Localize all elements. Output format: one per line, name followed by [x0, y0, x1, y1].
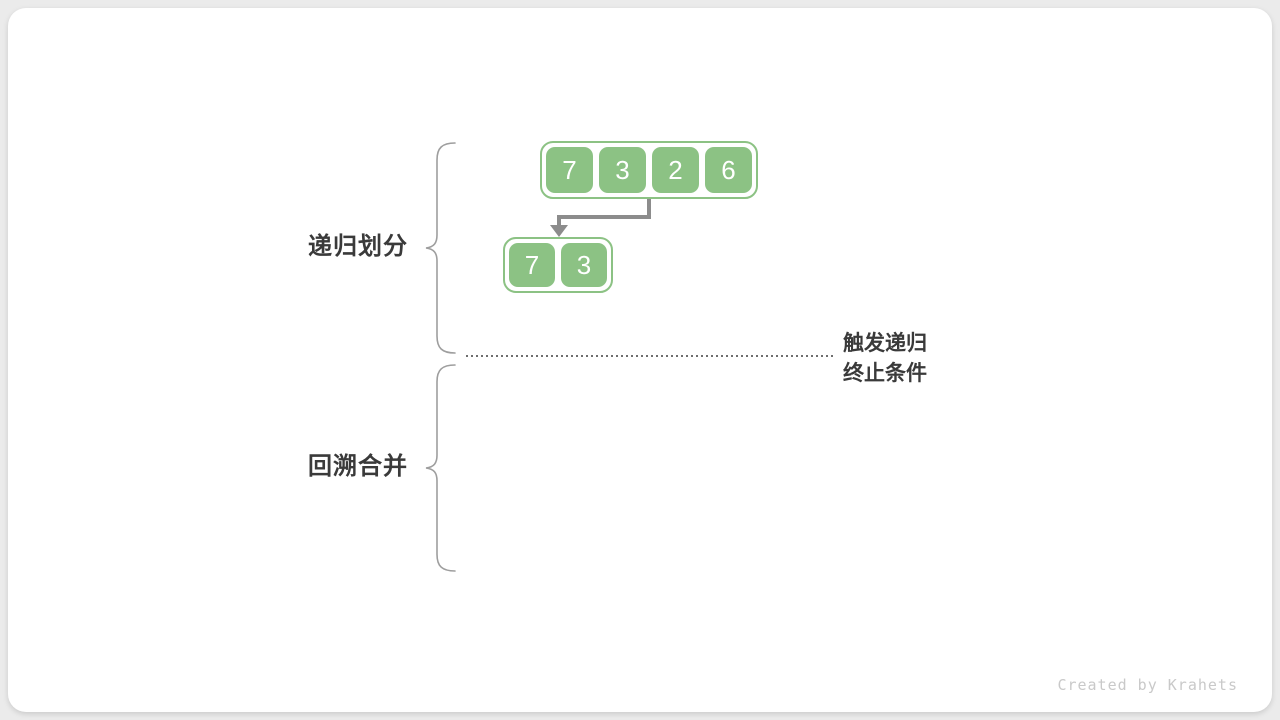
annotation-termination: 触发递归 终止条件	[843, 329, 927, 389]
phase-label-backtrack-merge: 回溯合并	[308, 453, 408, 480]
phase-label-recursive-divide: 递归划分	[308, 233, 408, 260]
canvas-card: 递归划分 7 3 2 6 7 3 触发递归 终止条件 回溯合并 Created …	[8, 8, 1272, 712]
split-arrow	[550, 199, 651, 237]
array-cell: 3	[561, 243, 607, 287]
array-cell: 7	[509, 243, 555, 287]
brace-backtrack-merge	[425, 364, 456, 572]
annotation-line-2: 终止条件	[843, 362, 927, 385]
watermark: Created by Krahets	[1057, 676, 1238, 694]
array-level-2: 7 3	[503, 237, 613, 293]
array-level-1: 7 3 2 6	[540, 141, 758, 199]
brace-recursive-divide	[425, 142, 456, 354]
array-cell: 2	[652, 147, 699, 193]
array-cell: 6	[705, 147, 752, 193]
annotation-line-1: 触发递归	[843, 332, 927, 355]
termination-dotted-line	[466, 355, 836, 357]
array-cell: 7	[546, 147, 593, 193]
array-cell: 3	[599, 147, 646, 193]
